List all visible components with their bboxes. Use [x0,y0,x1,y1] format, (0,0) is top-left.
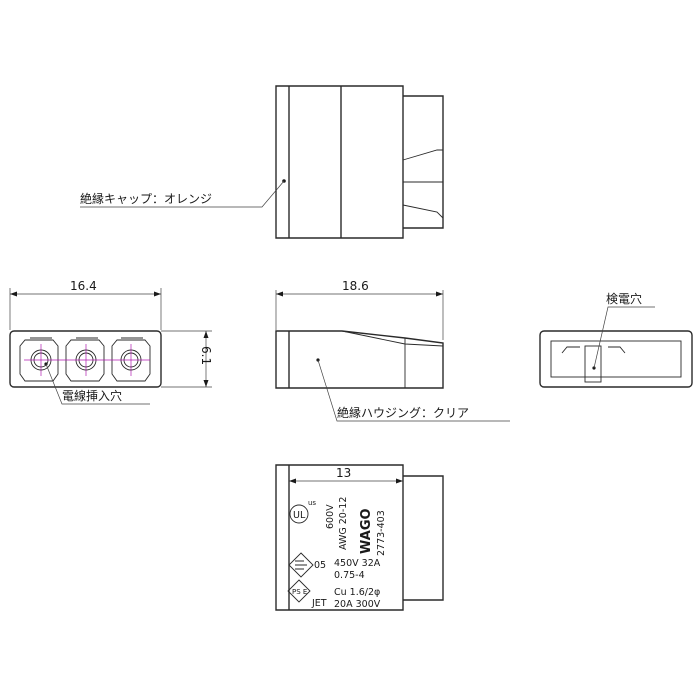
marking-section: 0.75-4 [334,570,365,581]
dim-16-4: 16.4 [70,279,97,293]
marking-awg: AWG 20-12 [338,497,349,550]
housing-label: 絶縁ハウジング：クリア [337,405,469,420]
cap-label: 絶縁キャップ：オレンジ [80,191,212,206]
pse-circle-mark: PS E JET [287,579,327,609]
dim-6-1: 6.1 [199,346,213,365]
marking-450v: 450V 32A [334,558,381,569]
dim-18-6: 18.6 [342,279,369,293]
top-view: 絶縁キャップ：オレンジ [80,85,444,239]
wire-hole-1 [19,339,59,382]
front-view: 16.4 6.1 電 [9,279,213,405]
pse-diamond-mark: 05 [288,552,326,578]
svg-text:05: 05 [314,560,326,571]
marking-view: 13 600V AWG 20-12 WAGO 2773-403 UL us 05… [275,464,444,611]
svg-text:JET: JET [311,598,327,609]
svg-text:us: us [308,499,316,507]
marking-600v: 600V [325,504,336,529]
ul-mark: UL us [289,499,316,524]
svg-text:UL: UL [293,510,306,521]
test-hole-label: 検電穴 [606,291,642,306]
marking-part-no: 2773-403 [376,510,387,556]
wire-holes-label: 電線挿入穴 [62,388,122,403]
dim-13: 13 [336,466,351,480]
wire-hole-2 [65,339,105,382]
wago-logo: WAGO [359,508,374,554]
svg-text:PS E: PS E [292,588,307,596]
marking-conductor: Cu 1.6/2φ [334,587,380,598]
back-view: 検電穴 [539,291,693,388]
marking-20a: 20A 300V [334,599,381,610]
side-view: 18.6 絶縁ハウジング：クリア [275,279,510,422]
